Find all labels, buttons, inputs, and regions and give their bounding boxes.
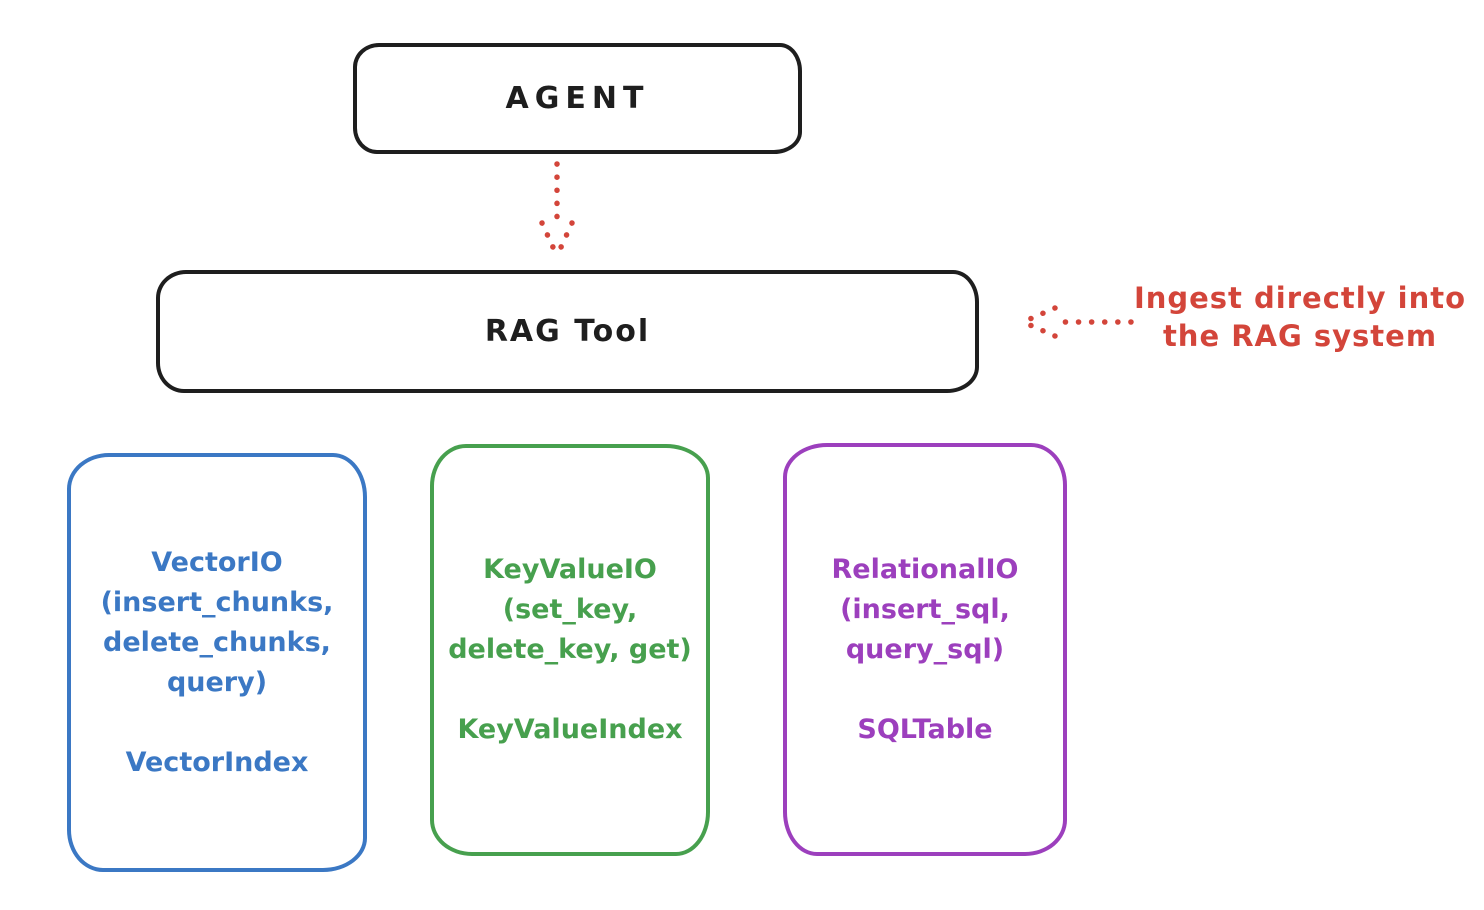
keyvalue-io-node: KeyValueIO (set_key, delete_key, get) Ke… — [430, 444, 710, 856]
annotation-ingest: Ingest directly into the RAG system — [1125, 279, 1475, 355]
vector-io-node: VectorIO (insert_chunks, delete_chunks, … — [67, 453, 367, 872]
agent-label: AGENT — [505, 81, 650, 116]
keyvalue-io-line: delete_key, get) — [448, 634, 692, 665]
vector-io-line: delete_chunks, — [103, 626, 331, 658]
vector-io-line: query) — [166, 666, 268, 698]
keyvalue-io-line: KeyValueIO — [483, 554, 657, 585]
vector-io-line: (insert_chunks, — [100, 586, 334, 618]
keyvalue-io-signature: KeyValueIO (set_key, delete_key, get) — [448, 550, 692, 670]
dotted-arrow-down-icon — [539, 161, 575, 259]
rag-tool-node: RAG Tool — [156, 270, 979, 393]
relational-io-line: RelationalIO — [831, 553, 1019, 585]
relational-io-line: query_sql) — [845, 633, 1005, 665]
relational-io-signature: RelationalIO (insert_sql, query_sql) — [832, 550, 1019, 670]
vector-io-line: VectorIO — [151, 546, 283, 578]
relational-io-node: RelationalIO (insert_sql, query_sql) SQL… — [783, 443, 1067, 856]
vector-io-signature: VectorIO (insert_chunks, delete_chunks, … — [101, 543, 334, 703]
agent-node: AGENT — [353, 43, 802, 154]
vector-index-label: VectorIndex — [125, 746, 309, 778]
sql-table-label: SQLTable — [857, 713, 993, 745]
keyvalue-index-label: KeyValueIndex — [457, 714, 683, 745]
annotation-line-2: the RAG system — [1162, 319, 1438, 353]
keyvalue-io-line: (set_key, — [502, 594, 638, 625]
rag-tool-label: RAG Tool — [484, 314, 651, 349]
annotation-line-1: Ingest directly into — [1133, 281, 1467, 315]
relational-io-line: (insert_sql, — [840, 593, 1010, 625]
dotted-arrow-left-icon — [1020, 305, 1134, 339]
